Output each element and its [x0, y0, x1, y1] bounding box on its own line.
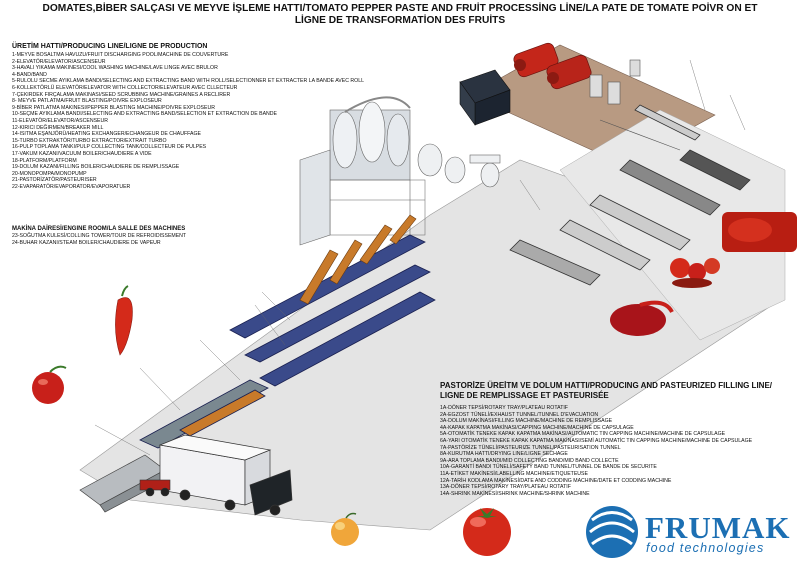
apple-image — [32, 365, 67, 404]
filling-item: 14A-SHRINK MAKİNESİ/SHRINK MACHINE/SHRIN… — [440, 490, 590, 497]
filling-item: 13A-DÖNER TEPSİ/ROTARY TRAY/PLATEAU ROTA… — [440, 484, 571, 491]
production-item: 17-VAKUM KAZANI/VACUUM BOILER/CHAUDIERE … — [12, 150, 152, 157]
filling-item: 6A-YARI OTOMATİK TENEKE KAPAK KAPATMA MA… — [440, 437, 753, 444]
peach-image — [331, 512, 359, 546]
production-list: 1-MEYVE BOSALTMA HAVUZU/FRUIT DISCHARGIN… — [12, 52, 364, 190]
logo-tagline: food technologies — [646, 541, 765, 555]
filling-item: 11A-ETİKET MAKİNESİ/LABELLING MACHINE/ET… — [440, 470, 588, 477]
engine-room-item: 23-SOĞUTMA KULESİ/COLLING TOWER/TOUR DE … — [12, 233, 187, 239]
production-item: 3-HAVALI YIKAMA MAKINESI/COOL WASHING MA… — [12, 65, 218, 72]
frumak-logo-icon — [586, 506, 638, 558]
page-title: DOMATES,BİBER SALÇASI VE MEYVE İŞLEME HA… — [42, 3, 758, 26]
engine-room-equipment — [589, 59, 681, 151]
vacuum-boilers — [417, 143, 501, 188]
production-item: 11-ELEVATÖR/ELEVATOR/ASCENSEUR — [12, 117, 108, 124]
filling-item: 7A-PASTÖRİZE TÜNELİ/PASTEURIZE TUNNEL/PA… — [440, 444, 621, 451]
filling-item: 2A-EGZOST TÜNELİ/EXHAUST TUNNEL/TUNNEL D… — [440, 411, 599, 418]
production-item: 9-BİBER PATLATMA MAKINESI/PEPPER BLASTIN… — [12, 104, 215, 111]
tomatoes-bowl-image — [670, 258, 720, 288]
delivery-truck — [158, 434, 293, 516]
production-item: 7-ÇEKIRDEK FIRÇALAMA MAKINASI/SEED SCRUB… — [12, 91, 231, 98]
production-item: 22-EVAPARATÖR/EVAPORATOR/EVAPORATUER — [12, 183, 131, 190]
production-item: 18-PLATFORM/PLATFORM — [12, 157, 77, 164]
production-item: 1-MEYVE BOSALTMA HAVUZU/FRUIT DISCHARGIN… — [12, 52, 229, 58]
filling-item: 8A-KURUTMA HATTI/DRYING LINE/LIGNE SECHA… — [440, 451, 568, 458]
production-item: 16-PULP TOPLAMA TANKI/PULP COLLECTING TA… — [12, 144, 207, 151]
logo-name: FRUMAK — [645, 510, 791, 545]
production-heading: ÜRETİM HATTI/PRODUCING LINE/LIGNE DE PRO… — [12, 43, 208, 50]
evaporator-tower — [299, 96, 426, 246]
production-item: 12-KIRICI DEĞIRMEN/BREAKER MILL — [12, 124, 104, 131]
production-item: 19-DOLUM KAZANI/FILLING BOILER/CHAUDIERE… — [12, 164, 180, 171]
production-item: 5-RULOLU SECME AYIKLAMA BANDI/SELECTING … — [12, 78, 364, 85]
engine-room-item: 24-BUHAR KAZANI/STEAM BOILER/CHAUDIERE D… — [12, 239, 161, 246]
filling-item: 9A-ARA TOPLAMA BANDI/MID COLLECTING BAND… — [440, 457, 619, 464]
red-pepper-image — [115, 285, 133, 356]
tomato-image — [463, 508, 511, 556]
production-item: 4-BAND/BAND — [12, 71, 47, 78]
pepper-paste-image — [610, 300, 674, 336]
production-item: 21-PASTORİZATÖR/PASTEURISER — [12, 177, 97, 184]
production-item: 10-SEÇME AYIKLAMA BANDI/SELECTING AND EX… — [12, 111, 278, 118]
production-item: 8- MEYVE PATLATMA/FRUIT BLASTING/POIVRE … — [12, 98, 162, 105]
filling-item: 5A-OTOMATİK TENEKE KAPAK KAPATMA MAKİNAS… — [440, 431, 726, 438]
right-conveyors — [509, 104, 751, 286]
orange-elevators — [299, 214, 417, 305]
washing-conveyors — [139, 234, 436, 449]
filling-heading-line2: LIGNE DE REMPLISSAGE ET PASTEURISÉE — [440, 391, 609, 400]
filling-item: 4A-KAPAK KAPATMA MAKİNASI/CAPPING MACHIN… — [440, 424, 634, 431]
callout-lines — [94, 59, 746, 456]
cooling-tower — [459, 69, 511, 126]
production-item: 14-ISITMA EŞANJÖRÜ/HEATING EXCHANGER/ECH… — [12, 131, 201, 138]
steam-boilers — [513, 42, 592, 90]
tractor — [139, 479, 171, 497]
filling-item: 10A-GARANTİ BANDI TÜNELİ/SAFETY BAND TUN… — [440, 464, 657, 471]
production-item: 15-TURBO EXTRAKTÖR/TURBO EXTRACTOR/EXTRA… — [12, 137, 167, 144]
production-item: 20-MONOPOMPA/MONOPUMP — [12, 170, 87, 177]
tomato-paste-image — [722, 212, 797, 252]
engine-room-list: 23-SOĞUTMA KULESİ/COLLING TOWER/TOUR DE … — [12, 233, 186, 246]
filling-item: 1A-DÖNER TEPSİ/ROTARY TRAY/PLATEAU ROTAT… — [440, 405, 568, 411]
production-item: 6-KOLLEKTÖRLÜ ELEVATÖR/ELEVATOR WITH COL… — [12, 84, 238, 91]
filling-list: 1A-DÖNER TEPSİ/ROTARY TRAY/PLATEAU ROTAT… — [440, 405, 752, 497]
production-item: 2-ELEVATÖR/ELEVATOR/ASCENSEUR — [12, 58, 106, 65]
engine-room-heading: MAKİNA DAİRESİ/ENGINE ROOM/LA SALLE DES … — [12, 226, 186, 232]
filling-item: 3A-DOLUM MAKİNASI/FILLING MACHINE/MACHIN… — [440, 418, 613, 425]
filling-heading-line1: PASTORİZE ÜREİTM VE DOLUM HATTI/PRODUCIN… — [440, 381, 772, 390]
filling-item: 12A-TARİH KODLAMA MAKİNESİ/DATE AND CODD… — [440, 477, 672, 484]
